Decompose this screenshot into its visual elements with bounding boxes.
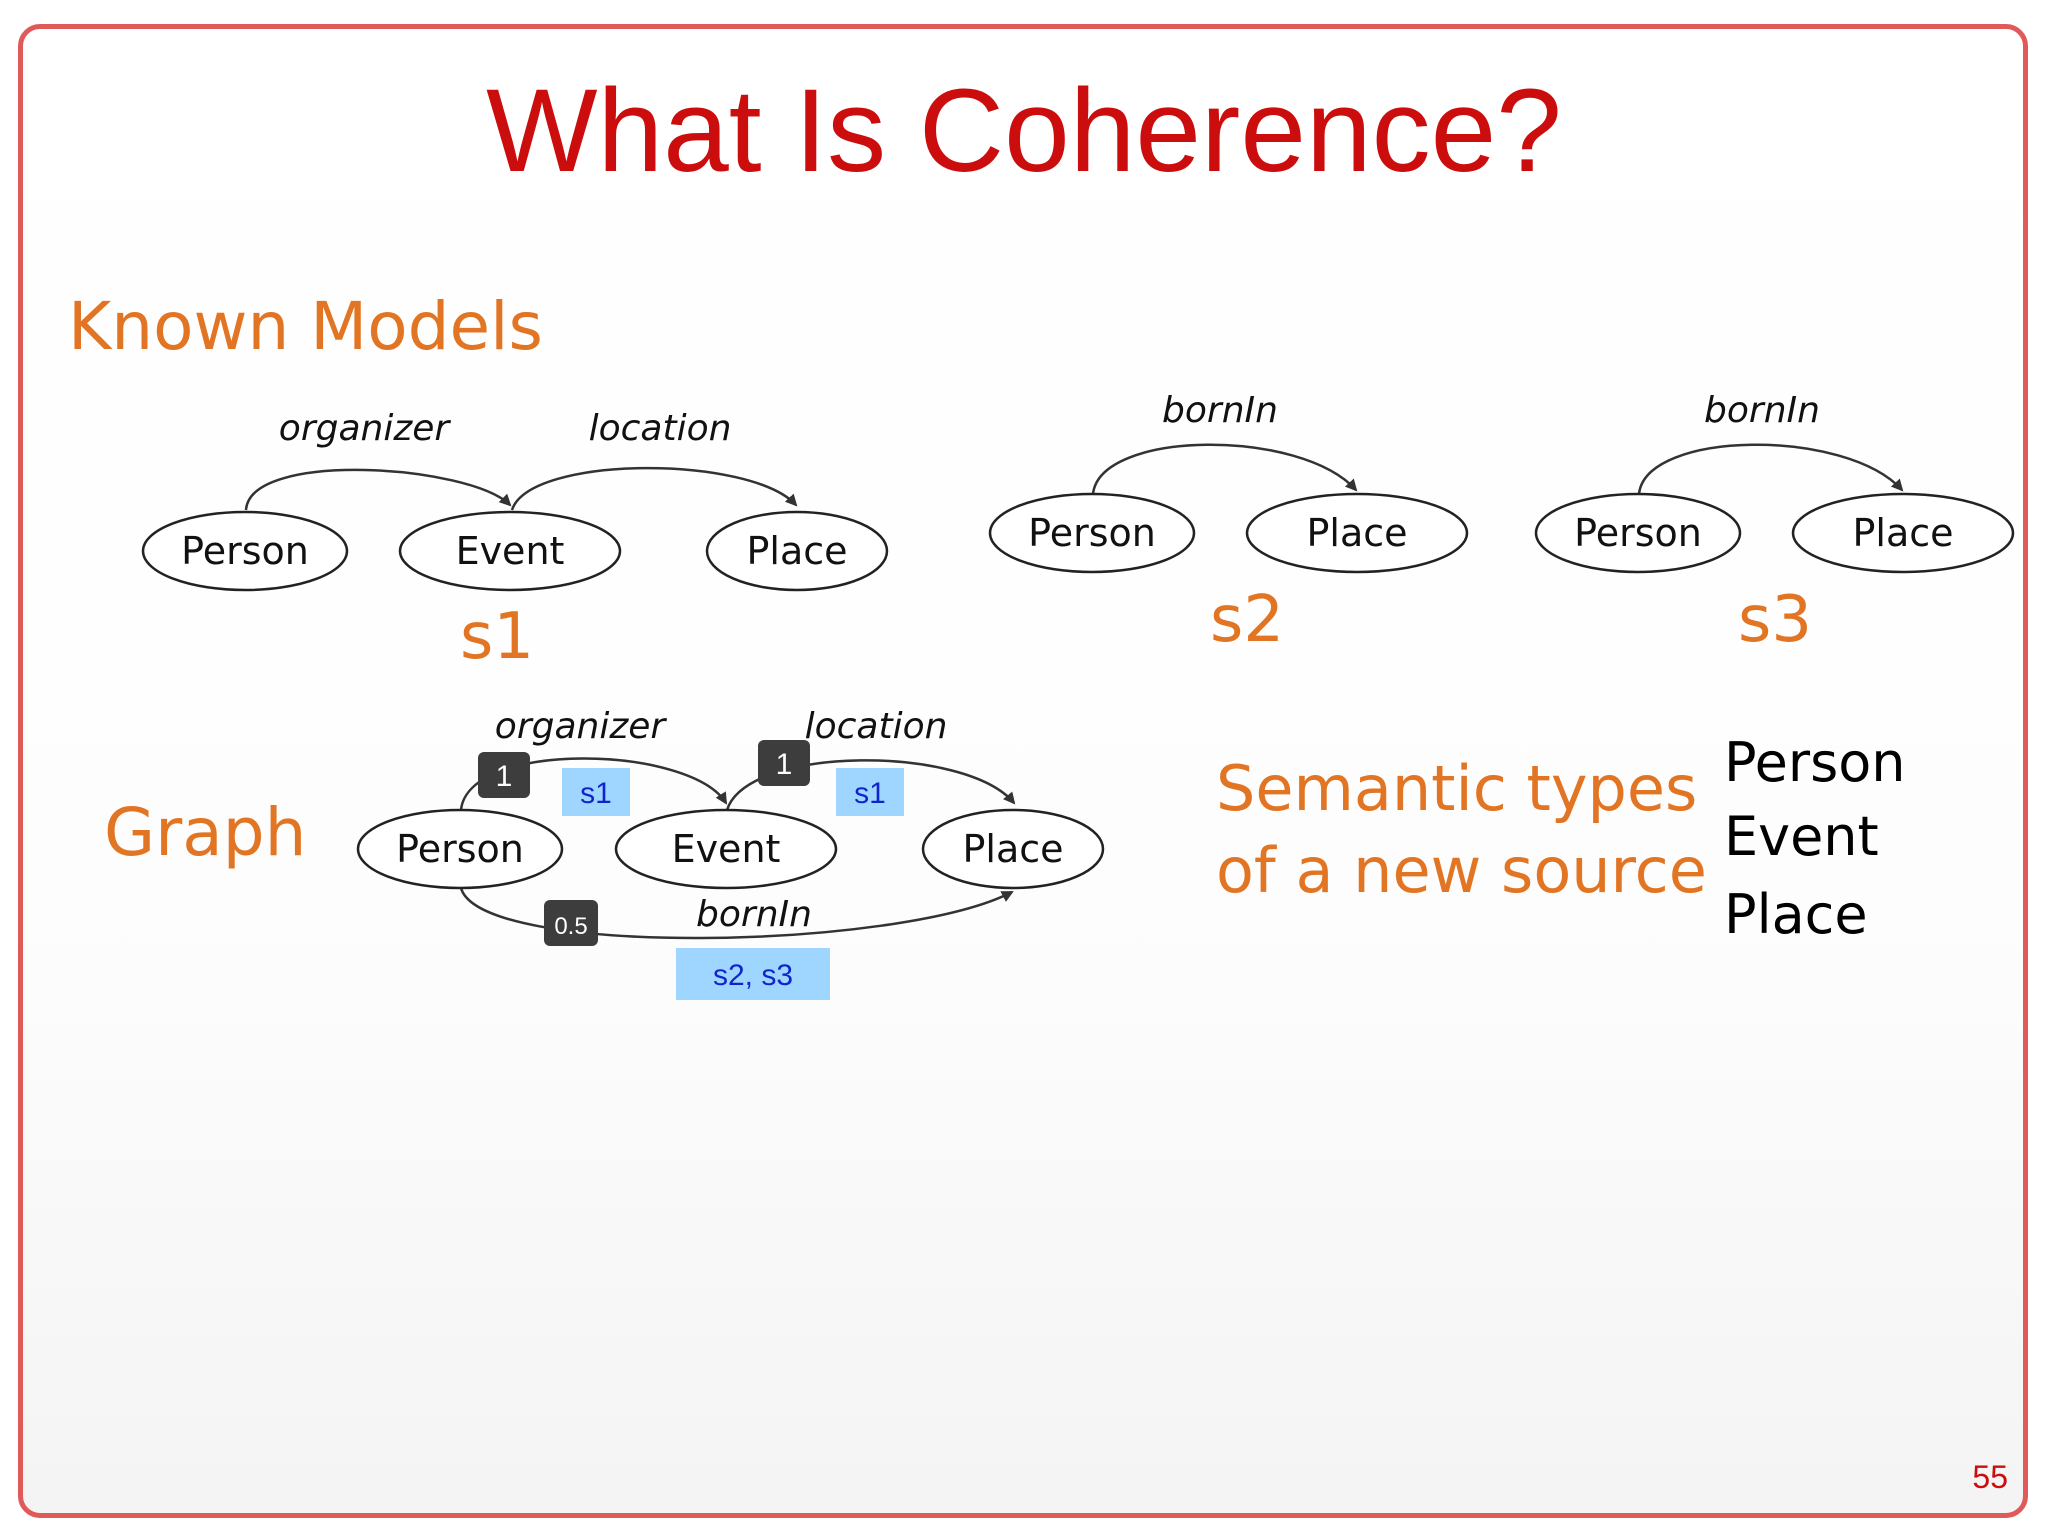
graph-node-person <box>356 808 564 890</box>
graph-edge-label-bornin: bornIn <box>696 894 812 935</box>
graph-edge-location <box>725 759 1016 811</box>
s3-edge-label-bornin: bornIn <box>1704 390 1820 431</box>
model-label-s3: s3 <box>1738 583 1813 657</box>
graph-node-event <box>614 808 838 890</box>
graph-node-place <box>921 808 1105 890</box>
graph-source-tag-organizer <box>562 768 630 816</box>
slide-frame <box>18 24 2028 1518</box>
s3-node-place <box>1791 492 2015 574</box>
s1-node-event-label: Event <box>456 529 565 573</box>
graph-edge-label-organizer: organizer <box>495 706 668 747</box>
model-label-s1: s1 <box>460 600 535 674</box>
s3-edge-bornin <box>1637 443 1904 495</box>
graph-weight-bornin: 0.5 <box>554 913 587 940</box>
semantic-type-person: Person <box>1724 731 1906 794</box>
s2-edge-label-bornin: bornIn <box>1162 390 1278 431</box>
s2-node-place-label: Place <box>1306 511 1407 555</box>
page-number: 55 <box>1972 1459 2008 1495</box>
s2-node-person <box>988 492 1196 574</box>
graph-node-place-label: Place <box>962 827 1063 871</box>
graph-node-event-label: Event <box>672 827 781 871</box>
graph-weight-badge-organizer <box>478 752 530 798</box>
s2-edge-bornin <box>1091 443 1358 495</box>
graph-source-location: s1 <box>854 777 886 810</box>
graph-node-person-label: Person <box>396 827 524 871</box>
s1-edge-label-location: location <box>589 408 732 449</box>
graph-edge-bornin <box>459 887 1014 940</box>
s1-node-place <box>705 510 889 592</box>
s3-node-person <box>1534 492 1742 574</box>
graph-source-bornin: s2, s3 <box>713 959 793 992</box>
s2-node-person-label: Person <box>1028 511 1156 555</box>
s3-node-person-label: Person <box>1574 511 1702 555</box>
slide-title: What Is Coherence? <box>486 65 1562 197</box>
s2-node-place <box>1245 492 1469 574</box>
known-models-label: Known Models <box>68 288 543 365</box>
graph-weight-location: 1 <box>776 748 793 781</box>
graph-weight-badge-location <box>758 740 810 786</box>
s1-node-place-label: Place <box>746 529 847 573</box>
semantic-type-place: Place <box>1724 883 1868 946</box>
semantic-type-event: Event <box>1724 805 1879 868</box>
s1-node-person-label: Person <box>181 529 309 573</box>
graph-source-tag-bornin <box>676 948 830 1000</box>
model-label-s2: s2 <box>1210 583 1285 657</box>
s3-node-place-label: Place <box>1852 511 1953 555</box>
s1-edge-location <box>510 466 798 511</box>
s1-edge-label-organizer: organizer <box>279 408 452 449</box>
semantic-types-label-line2: of a new source <box>1216 834 1707 907</box>
graph-source-organizer: s1 <box>580 777 612 810</box>
graph-label: Graph <box>104 794 307 871</box>
graph-edge-label-location: location <box>805 706 948 747</box>
graph-weight-badge-bornin <box>544 900 598 946</box>
graph-source-tag-location <box>836 768 904 816</box>
s1-node-event <box>398 510 622 592</box>
graph-weight-organizer: 1 <box>496 760 513 793</box>
s1-node-person <box>141 510 349 592</box>
graph-edge-organizer <box>459 757 728 811</box>
semantic-types-label-line1: Semantic types <box>1216 752 1698 825</box>
s1-edge-organizer <box>244 468 512 511</box>
